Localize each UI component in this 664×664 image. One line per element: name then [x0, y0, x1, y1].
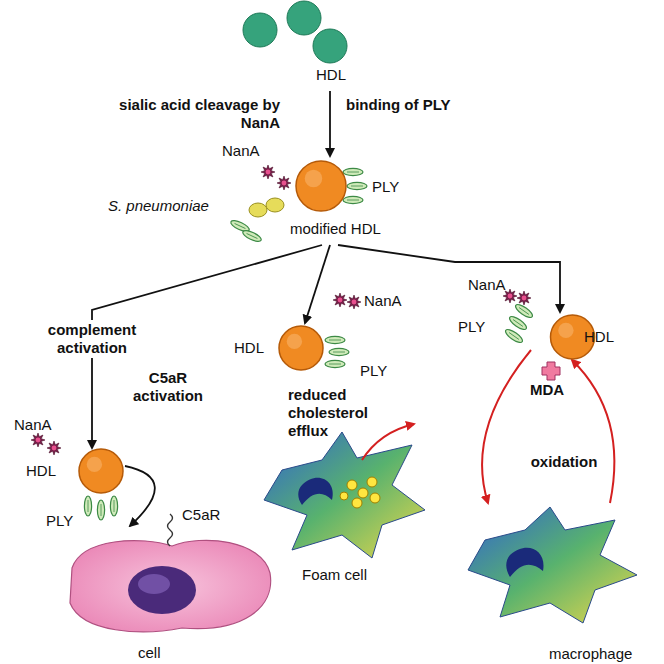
- ply-toxin: [504, 327, 525, 344]
- nana-enzyme: [277, 176, 291, 190]
- node-shape: [262, 430, 427, 560]
- diagram-node: HDL: [79, 449, 123, 493]
- ply-toxin: [343, 196, 363, 203]
- annotation-label: NanA: [222, 142, 260, 160]
- node-label: macrophage: [549, 645, 632, 663]
- node-label: HDL: [584, 328, 614, 346]
- annotation-label: NanA: [468, 276, 506, 294]
- annotation-label: S. pneumoniae: [108, 197, 209, 215]
- node-shape: [279, 326, 323, 370]
- nana-enzyme: [333, 293, 347, 307]
- annotation-label: PLY: [458, 318, 485, 336]
- node-shape: [79, 449, 123, 493]
- nana-enzyme: [47, 441, 61, 455]
- annotation-label: reduced cholesterol efflux: [288, 386, 388, 440]
- annotation-label: MDA: [530, 381, 564, 399]
- arrow-connector: [338, 245, 560, 312]
- diagram-node: HDL: [529, 315, 616, 359]
- ply-toxin: [110, 496, 117, 516]
- diagram-node: HDL: [279, 326, 323, 370]
- ply-toxin: [329, 348, 349, 355]
- ply-toxin: [84, 496, 91, 516]
- diagram-node: cell: [62, 528, 276, 638]
- nana-enzyme: [347, 295, 361, 309]
- bacterium: [249, 203, 267, 217]
- mda-adduct: [542, 362, 560, 380]
- arrow-connector: [329, 91, 331, 156]
- node-label: HDL: [26, 462, 56, 480]
- arrow-connector: [482, 350, 531, 503]
- diagram-node: modified HDL: [288, 158, 400, 242]
- node-label: HDL: [316, 66, 346, 84]
- annotation-label: PLY: [360, 362, 387, 380]
- node-shape: [465, 505, 640, 625]
- arrow-connector: [305, 245, 330, 323]
- annotation-label: sialic acid cleavage by NanA: [110, 96, 280, 132]
- ply-toxin: [97, 500, 104, 520]
- node-label: cell: [138, 644, 161, 662]
- ply-toxin: [241, 229, 262, 244]
- ply-toxin: [343, 168, 363, 175]
- ply-toxin: [508, 314, 529, 331]
- node-label: HDL: [234, 339, 264, 357]
- arrow-connector: [125, 466, 155, 526]
- node-label: Foam cell: [302, 566, 367, 584]
- ply-toxin: [325, 336, 345, 343]
- nana-enzyme: [517, 291, 531, 305]
- annotation-label: NanA: [14, 416, 52, 434]
- diagram-node: macrophage: [465, 505, 640, 625]
- ply-toxin: [325, 360, 345, 367]
- edge-label: complement activation: [25, 320, 159, 358]
- ply-toxin: [347, 182, 367, 189]
- diagram-node: Foam cell: [262, 430, 427, 560]
- annotation-label: PLY: [46, 512, 73, 530]
- ply-toxin: [514, 302, 535, 319]
- annotation-label: NanA: [364, 292, 402, 310]
- node-shape: [62, 528, 276, 638]
- annotation-label: PLY: [372, 178, 399, 196]
- edge-label: oxidation: [517, 452, 611, 472]
- nana-enzyme: [31, 433, 45, 447]
- nana-enzyme: [261, 165, 275, 179]
- arrow-connector: [572, 360, 614, 503]
- node-label: modified HDL: [290, 220, 381, 238]
- bacterium: [266, 198, 284, 212]
- annotation-label: binding of PLY: [346, 96, 476, 114]
- diagram-node: HDL: [236, 0, 356, 88]
- edge-label: C5aR activation: [116, 368, 220, 406]
- annotation-label: C5aR: [182, 506, 220, 524]
